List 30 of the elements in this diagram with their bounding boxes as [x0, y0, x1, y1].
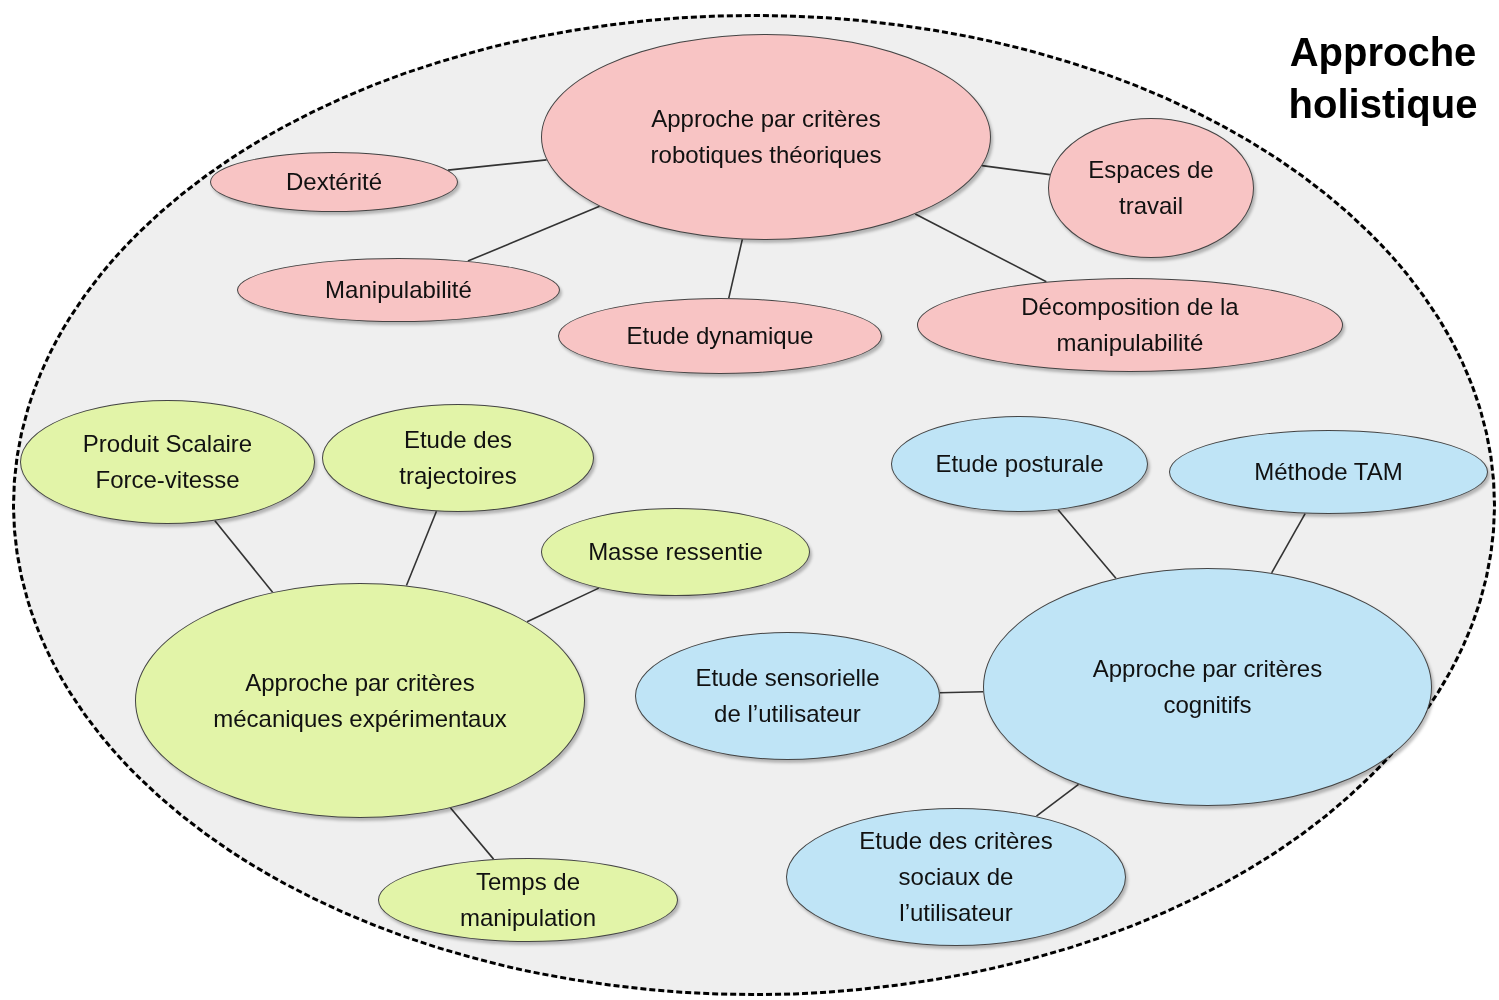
- connector-line: [447, 159, 548, 171]
- node-label: Espaces de travail: [1087, 155, 1215, 221]
- node-label: Méthode TAM: [1254, 457, 1403, 487]
- node-label: Temps de manipulation: [458, 867, 598, 933]
- node-label: Approche par critères cognitifs: [1091, 654, 1324, 720]
- node-label: Etude des trajectoires: [398, 425, 518, 491]
- node-label: Etude dynamique: [626, 321, 814, 351]
- node-label: Etude des critères sociaux de l’utilisateur: [858, 826, 1054, 928]
- node-label: Produit Scalaire Force-vitesse: [81, 429, 254, 495]
- node-label: Etude posturale: [935, 449, 1104, 479]
- connector-line: [449, 807, 495, 860]
- connector-line: [939, 691, 984, 694]
- connector-line: [727, 238, 744, 299]
- connector-line: [214, 519, 274, 594]
- node-label: Approche par critères robotiques théoriques: [649, 104, 883, 170]
- connector-line: [914, 213, 1048, 283]
- node-label: Etude sensorielle de l’utilisateur: [694, 663, 881, 729]
- connector-line: [1270, 512, 1306, 574]
- node-label: Masse ressentie: [588, 537, 763, 567]
- connector-line: [981, 164, 1051, 176]
- node-label: Manipulabilité: [325, 275, 472, 305]
- connector-line: [526, 587, 600, 623]
- ellipse-heading: Approche holistique: [1287, 29, 1479, 128]
- node-label: Dextérité: [285, 167, 382, 197]
- connector-line: [1035, 783, 1080, 817]
- node-label: Approche par critères mécaniques expérimentaux: [212, 667, 508, 734]
- connector-line: [467, 205, 601, 262]
- connector-line: [405, 510, 438, 587]
- connector-line: [1057, 508, 1117, 580]
- node-label: Décomposition de la manipulabilité: [1020, 292, 1240, 358]
